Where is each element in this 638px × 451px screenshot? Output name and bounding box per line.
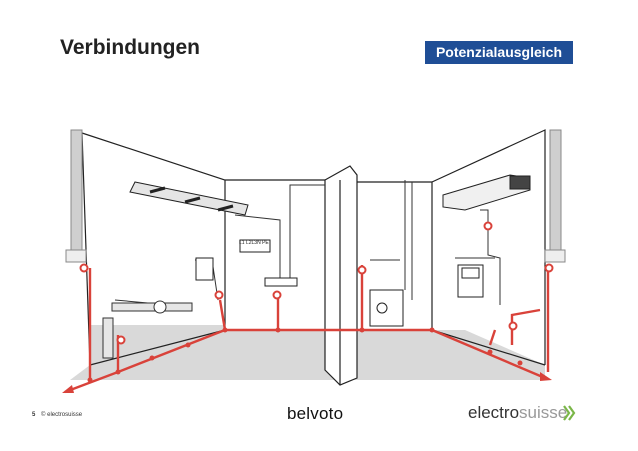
electrosuisse-logo: electrosuisse (468, 403, 567, 423)
footer-page-info: 5 © electrosuisse (32, 412, 82, 418)
page-title: Verbindungen (60, 36, 201, 59)
logo-part-b: suisse (519, 403, 568, 422)
right-pipe (544, 129, 566, 263)
cable-tray (129, 181, 249, 216)
partition-wall (324, 165, 358, 386)
connection-points (87, 327, 523, 383)
terminal-label: L1 L2L3N PE (239, 240, 269, 246)
arrow-heads (62, 372, 552, 393)
room-walls (81, 129, 546, 366)
logo-part-a: electro (468, 403, 520, 422)
floor (70, 325, 545, 380)
distribution-board (195, 239, 484, 327)
clamp-markers (79, 221, 554, 345)
bonding-wires (107, 180, 501, 350)
ventilation-duct (442, 174, 531, 211)
topic-badge: Potenzialausgleich (425, 41, 573, 64)
belvoto-logo: belvoto (287, 404, 344, 423)
copyright-text: © electrosuisse (41, 412, 83, 418)
page-number: 5 (32, 412, 36, 418)
chevrons-icon (563, 405, 576, 421)
water-valve (102, 300, 193, 359)
left-pipe (65, 129, 87, 263)
